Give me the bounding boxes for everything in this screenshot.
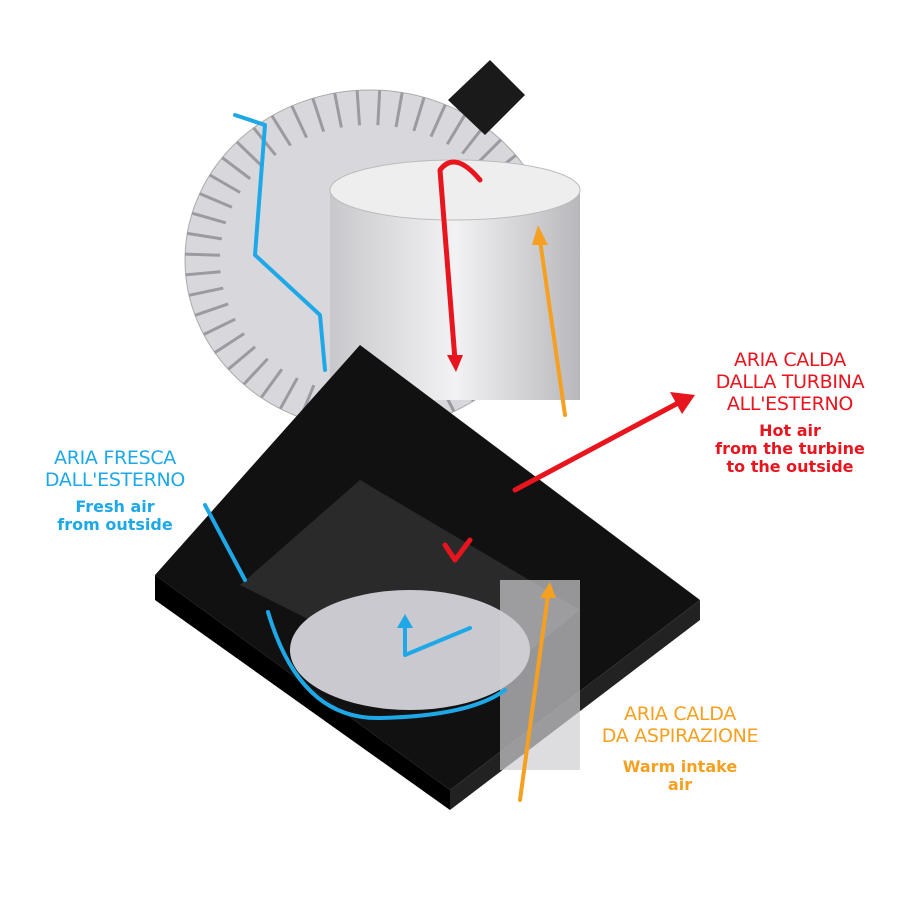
fresh-air-label-en-2: from outside [57, 515, 173, 535]
hot-air-down-arrowhead [447, 355, 463, 372]
cooling-fin [235, 140, 264, 168]
fresh-air-arrow-left [203, 503, 247, 582]
warm-intake-arrowhead-top [532, 225, 548, 245]
cooling-fin [429, 104, 447, 138]
fresh-air-arrowhead-up [397, 614, 413, 628]
cooling-fin [194, 302, 229, 317]
cooling-fin [412, 96, 426, 132]
cooling-fin [221, 156, 252, 180]
cooling-fin [394, 92, 404, 128]
hot-air-label-en-1: Hot air [759, 420, 821, 440]
hot-air-label-en-3: to the outside [726, 457, 854, 477]
cooling-fin [214, 332, 246, 354]
cooling-fin [445, 113, 467, 146]
fresh-air-label-it-1: ARIA FRESCA [54, 447, 176, 469]
hot-air-arrow-out [512, 399, 683, 493]
hot-air-arrow-down [437, 159, 483, 363]
warm-intake-label-en-1: Warm intake [622, 756, 738, 776]
fresh-air-label-it-2: DALL'ESTERNO [44, 468, 186, 491]
cooling-fin [209, 173, 241, 194]
cooling-fin [203, 317, 236, 336]
cooling-fin [355, 90, 362, 126]
hot-air-label-en-2: from the turbine [715, 438, 865, 458]
warm-intake-arrow-bottom [518, 593, 550, 802]
cooling-fin [376, 90, 382, 126]
cooling-fin [461, 125, 486, 155]
fresh-air-arrow-up [403, 623, 472, 657]
cooling-fin [185, 252, 221, 257]
cooling-fin [278, 377, 299, 410]
cooling-fin [227, 345, 257, 371]
cooling-fin [187, 231, 223, 241]
cooling-fin [311, 97, 326, 133]
cooling-fin [188, 286, 224, 297]
warm-intake-arrowhead-bottom [540, 582, 556, 598]
fresh-air-label-en-1: Fresh air [75, 496, 155, 516]
cooling-fin [185, 270, 221, 277]
base-plate [155, 345, 700, 810]
hot-air-chevron [442, 537, 473, 563]
fresh-air-path-top [233, 113, 327, 372]
turbine-housing [184, 89, 581, 431]
hot-air-label-it-2: DALLA TURBINA [715, 370, 865, 393]
cooling-fin [260, 368, 284, 399]
cooling-fin [270, 115, 292, 147]
hot-air-label: ARIA CALDA DALLA TURBINA ALL'ESTERNO Hot… [690, 349, 890, 477]
cooling-fin [333, 92, 343, 128]
warm-intake-label: ARIA CALDA DA ASPIRAZIONE Warm intake ai… [590, 703, 770, 795]
hot-air-label-it-3: ALL'ESTERNO [726, 392, 854, 415]
warm-intake-label-it-2: DA ASPIRAZIONE [601, 724, 759, 747]
warm-intake-arrow-top [538, 238, 567, 417]
cooling-fin [199, 192, 233, 209]
warm-intake-label-it-1: ARIA CALDA [624, 703, 736, 725]
warm-intake-label-en-2: air [667, 775, 693, 795]
hot-air-label-it-1: ARIA CALDA [734, 349, 846, 371]
cooling-fin [191, 211, 227, 225]
fresh-air-label: ARIA FRESCA DALL'ESTERNO Fresh air from … [20, 447, 210, 535]
fresh-air-arrow-bottom [266, 610, 507, 721]
cooling-fin [290, 105, 308, 139]
cooling-fin [242, 357, 269, 386]
hot-air-arrowhead [670, 392, 695, 414]
connector-bracket [448, 60, 525, 135]
